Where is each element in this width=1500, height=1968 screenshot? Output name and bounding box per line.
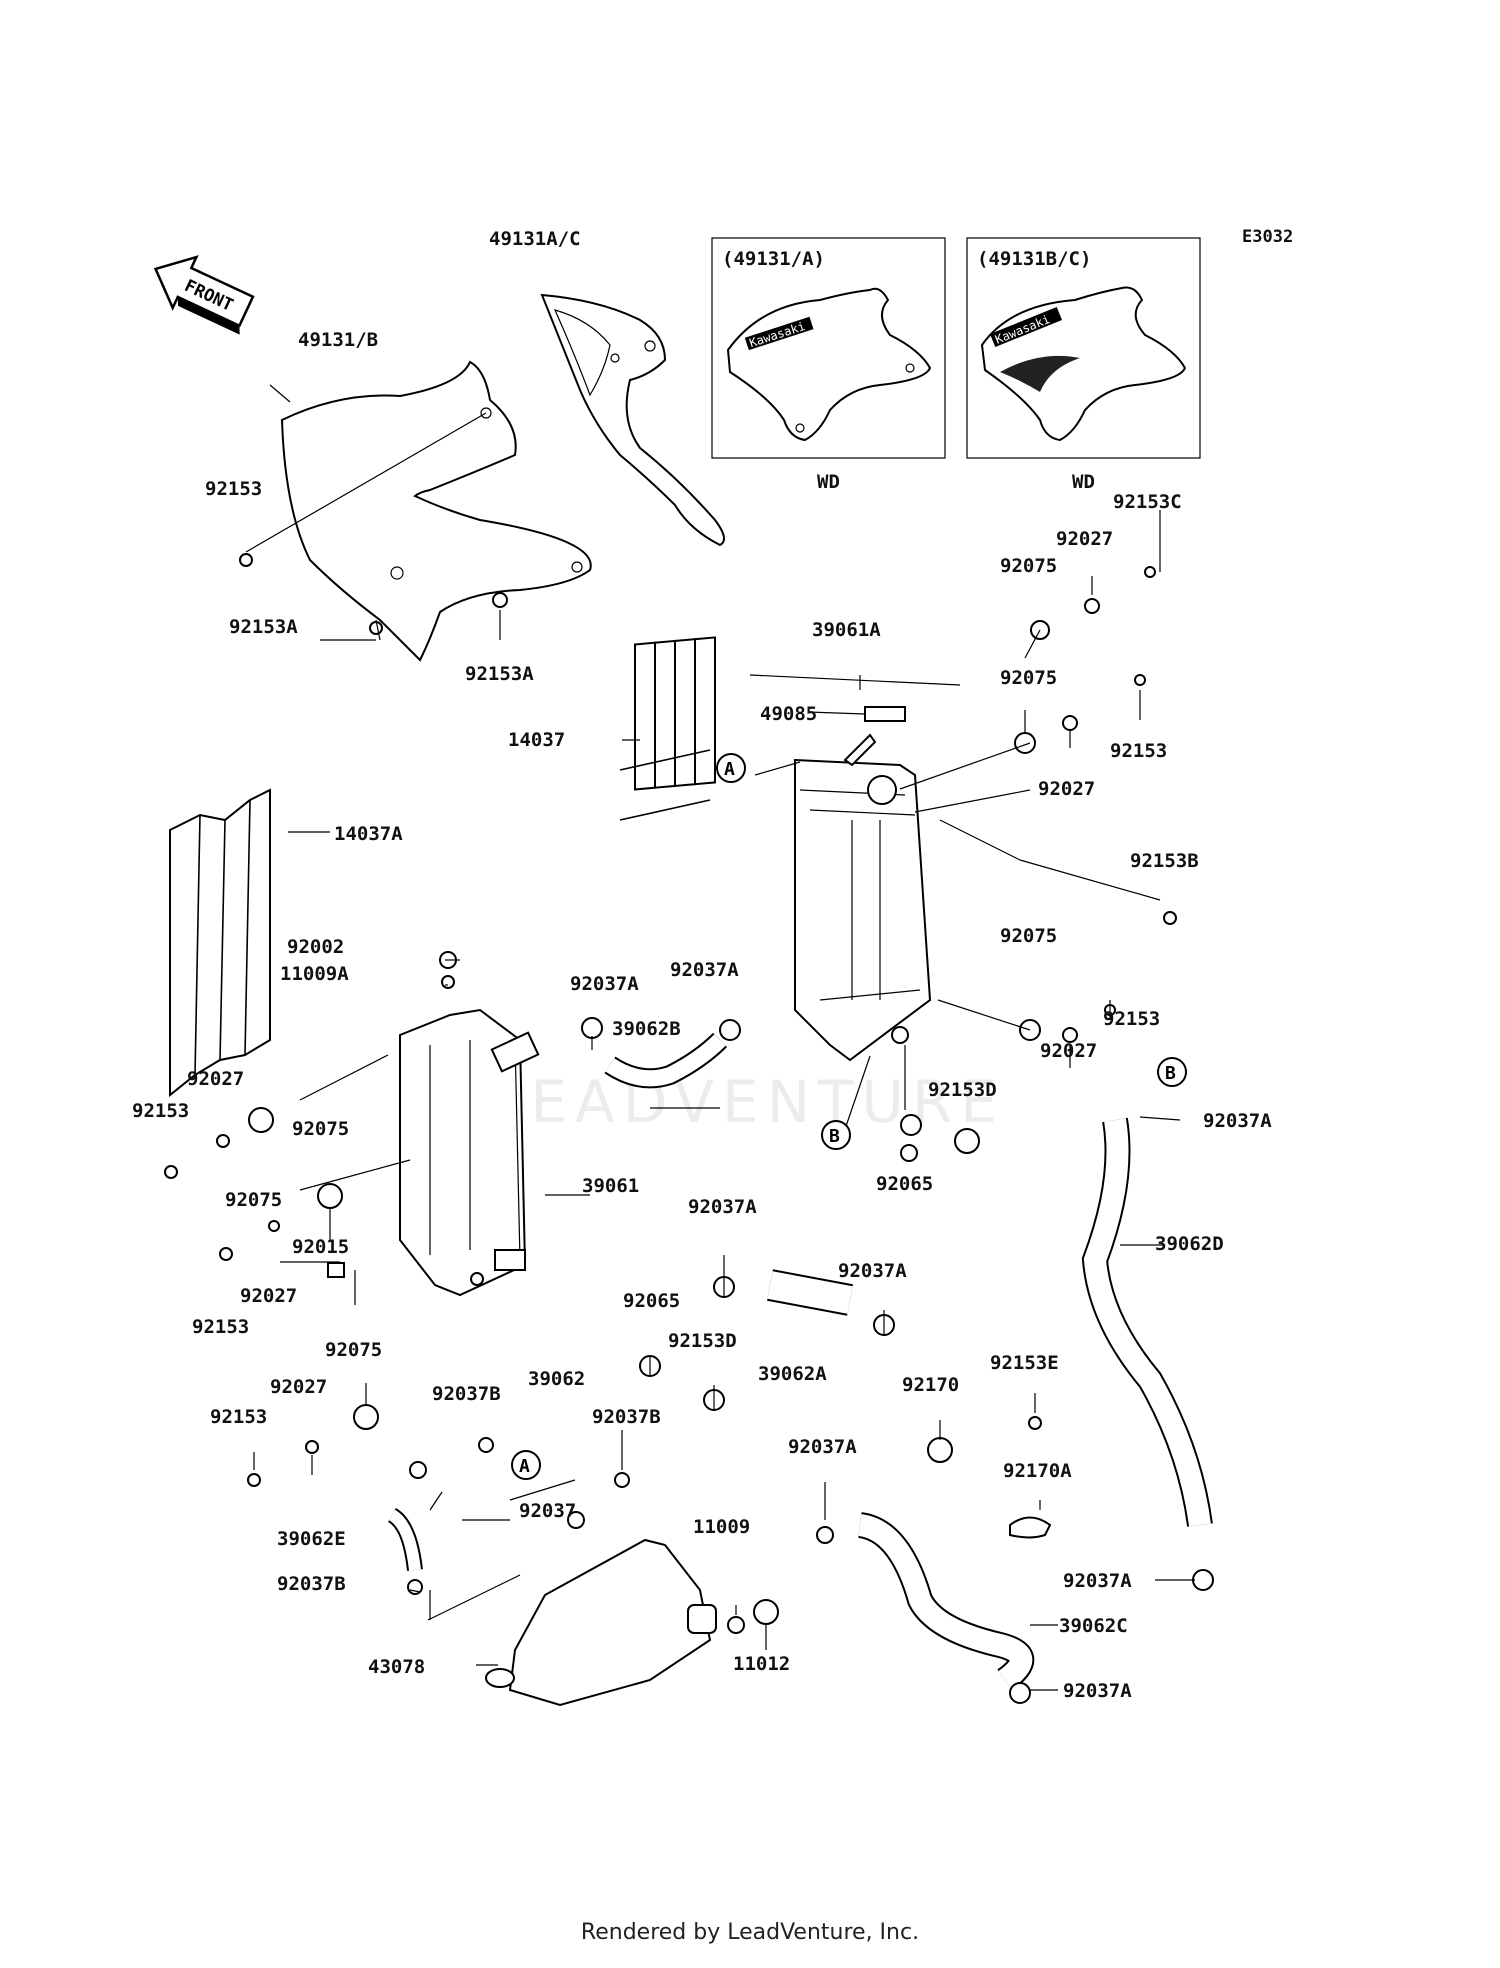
inset-49131-a: (49131/A) Kawasaki WD <box>711 237 946 493</box>
callout-92037a: 92037A <box>838 1260 907 1282</box>
callout-92037a: 92037A <box>1063 1570 1132 1592</box>
callout-92153a: 92153A <box>465 663 534 685</box>
callout-14037: 14037 <box>508 729 565 751</box>
callout-92153: 92153 <box>192 1316 249 1338</box>
callout-labels: 49131A/C 49131/B 92153 92153A 92153A 921… <box>132 228 1272 1702</box>
callout-92015: 92015 <box>292 1236 349 1258</box>
callout-92027: 92027 <box>187 1068 244 1090</box>
callout-92075: 92075 <box>1000 667 1057 689</box>
callout-92027: 92027 <box>1040 1040 1097 1062</box>
callout-39062e: 39062E <box>277 1528 346 1550</box>
callout-92037a: 92037A <box>688 1196 757 1218</box>
radiator-shroud-right <box>540 293 725 547</box>
callout-92037a: 92037A <box>1203 1110 1272 1132</box>
callout-92037: 92037 <box>519 1500 576 1522</box>
callout-92027: 92027 <box>1038 778 1095 800</box>
ref-marker-b-1: B <box>821 1120 851 1150</box>
callout-92037a: 92037A <box>1063 1680 1132 1702</box>
callout-92153: 92153 <box>1110 740 1167 762</box>
inset-caption: WD <box>817 471 840 493</box>
footer-credit: Rendered by LeadVenture, Inc. <box>580 1920 920 1945</box>
front-arrow-icon: FRONT <box>153 255 255 335</box>
radiator-guard <box>619 636 716 821</box>
callout-92037a: 92037A <box>670 959 739 981</box>
callout-92065: 92065 <box>876 1173 933 1195</box>
svg-text:B: B <box>829 1126 840 1147</box>
callout-92075: 92075 <box>1000 555 1057 577</box>
reservoir-tank <box>485 1538 717 1707</box>
inset-title: (49131B/C) <box>977 248 1091 270</box>
callout-92170a: 92170A <box>1003 1460 1072 1482</box>
callout-14037a: 14037A <box>334 823 403 845</box>
svg-text:B: B <box>1165 1063 1176 1084</box>
callout-92153d: 92153D <box>668 1330 737 1352</box>
ref-marker-b-2: B <box>1157 1057 1187 1087</box>
radiator-guard-a <box>169 788 271 1098</box>
callout-39061a: 39061A <box>812 619 881 641</box>
callout-11009: 11009 <box>693 1516 750 1538</box>
radiator-left <box>399 1008 540 1297</box>
callout-92002: 92002 <box>287 936 344 958</box>
inset-49131-bc: (49131B/C) Kawasaki WD <box>966 237 1201 493</box>
callout-92037b: 92037B <box>432 1383 501 1405</box>
callout-92027: 92027 <box>270 1376 327 1398</box>
ref-marker-a-2: A <box>511 1450 541 1480</box>
ref-marker-a-1: A <box>716 753 746 783</box>
callout-92153e: 92153E <box>990 1352 1059 1374</box>
callout-39061: 39061 <box>582 1175 639 1197</box>
callout-92153: 92153 <box>205 478 262 500</box>
callout-11009a: 11009A <box>280 963 349 985</box>
callout-11012: 11012 <box>733 1653 790 1675</box>
callout-92027: 92027 <box>240 1285 297 1307</box>
callout-92153b: 92153B <box>1130 850 1199 872</box>
callout-92153: 92153 <box>1103 1008 1160 1030</box>
radiator-right <box>794 733 932 1062</box>
callout-92153: 92153 <box>132 1100 189 1122</box>
callout-49085: 49085 <box>760 703 817 725</box>
callout-49131b: 49131/B <box>298 329 378 351</box>
callout-92170: 92170 <box>902 1374 959 1396</box>
callout-49131ac: 49131A/C <box>489 228 581 250</box>
inset-title: (49131/A) <box>722 248 825 270</box>
callout-39062: 39062 <box>528 1368 585 1390</box>
callout-92153d: 92153D <box>928 1079 997 1101</box>
callout-39062d: 39062D <box>1155 1233 1224 1255</box>
diagram-code: E3032 <box>1242 227 1293 247</box>
callout-39062c: 39062C <box>1059 1615 1128 1637</box>
callout-92075: 92075 <box>1000 925 1057 947</box>
callout-39062a: 39062A <box>758 1363 827 1385</box>
callout-92037a: 92037A <box>788 1436 857 1458</box>
callout-92075: 92075 <box>225 1189 282 1211</box>
callout-92037b: 92037B <box>277 1573 346 1595</box>
inset-caption: WD <box>1072 471 1095 493</box>
leader-lines <box>245 384 1195 1691</box>
callout-43078: 43078 <box>368 1656 425 1678</box>
callout-92153a: 92153A <box>229 616 298 638</box>
svg-text:A: A <box>519 1456 530 1477</box>
callout-92037b: 92037B <box>592 1406 661 1428</box>
callout-39062b: 39062B <box>612 1018 681 1040</box>
callout-92075: 92075 <box>325 1339 382 1361</box>
callout-92153: 92153 <box>210 1406 267 1428</box>
svg-text:A: A <box>724 759 735 780</box>
callout-92153c: 92153C <box>1113 491 1182 513</box>
callout-92037a: 92037A <box>570 973 639 995</box>
radiator-shroud-left <box>280 360 592 662</box>
callout-92027: 92027 <box>1056 528 1113 550</box>
callout-92065: 92065 <box>623 1290 680 1312</box>
callout-92075: 92075 <box>292 1118 349 1140</box>
